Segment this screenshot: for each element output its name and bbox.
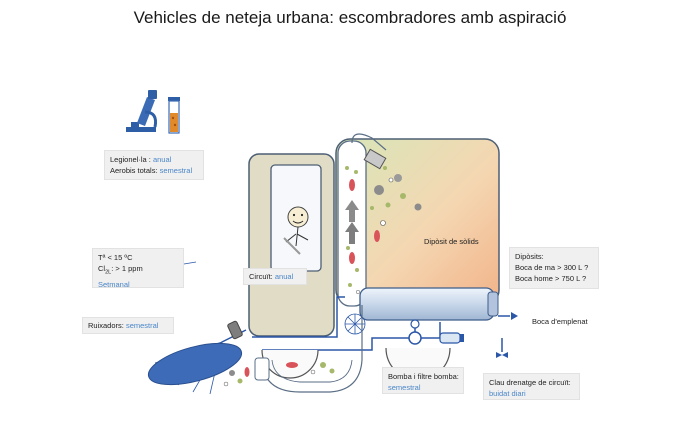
tube-top-bend	[351, 133, 387, 151]
tube-debris	[345, 166, 361, 295]
clau-value: buidat diari	[489, 389, 526, 398]
aerobis-label: Aerobis totals:	[110, 166, 158, 175]
setmanal-value: Setmanal	[98, 279, 130, 289]
aerobis-line: Aerobis totals: semestral	[110, 165, 198, 176]
ruixadors-label: Ruixadors:	[88, 321, 124, 330]
suction-arrow-icon	[345, 200, 359, 244]
legionella-value: anual	[152, 155, 172, 164]
diposits-line1: Boca de ma > 300 L ?	[515, 263, 589, 272]
diposits-line2: Boca home > 750 L ?	[515, 274, 587, 283]
chlorine-suffix: : > 1 ppm	[111, 264, 143, 273]
clau-label: Clau drenatge de circuït:	[489, 378, 571, 387]
tank-debris	[370, 166, 422, 242]
legionella-label: Legionel·la :	[110, 155, 151, 164]
clau-box: Clau drenatge de circuït: buidat diari	[483, 373, 580, 400]
bomba-label: Bomba i filtre bomba:	[388, 372, 459, 381]
ground-debris	[223, 367, 250, 387]
chlorine-sub: 2L	[105, 269, 112, 276]
microscope-icon	[126, 90, 157, 132]
legionella-box: Legionel·la : anual Aerobis totals: seme…	[104, 150, 204, 180]
aerobis-value: semestral	[159, 166, 193, 175]
bomba-value: semestral	[388, 383, 421, 392]
ruixadors-box: Ruixadors: semestral	[82, 317, 174, 334]
bomba-box: Bomba i filtre bomba: semestral	[382, 367, 464, 394]
fill-mouth-label: Boca d'emplenat	[532, 317, 588, 326]
test-tube-icon	[168, 97, 180, 134]
legionella-line: Legionel·la : anual	[110, 154, 198, 165]
pump-icon	[408, 331, 422, 345]
filter-icon	[439, 332, 461, 344]
circuit-label: Circuït:	[249, 272, 273, 281]
diposits-title: Dipòsits:	[515, 252, 544, 261]
circuit-value: anual	[274, 272, 294, 281]
water-tank-cylinder	[359, 287, 495, 321]
diposits-box: Dipòsits: Boca de ma > 300 L ? Boca home…	[509, 247, 599, 289]
hose-debris	[286, 362, 335, 375]
drain-valve-icon	[496, 352, 508, 358]
circuit-box: Circuït: anual	[243, 268, 307, 285]
temperature-chlorine-box: Tª < 15 ºC Cl2L: > 1 ppm Setmanal	[92, 248, 184, 289]
valve-icon	[410, 319, 420, 329]
temperature-line: Tª < 15 ºC	[98, 253, 133, 262]
driver-figure	[283, 206, 309, 255]
ruixadors-value: semestral	[125, 321, 159, 330]
chlorine-prefix: Cl	[98, 264, 106, 273]
fill-mouth-icon	[511, 312, 518, 320]
broom-disk	[147, 342, 243, 386]
chlorine-line: Cl2L: > 1 ppm	[98, 263, 178, 279]
solids-tank-label: Dipòsit de sòlids	[424, 237, 479, 246]
page-title: Vehicles de neteja urbana: escombradores…	[133, 8, 567, 27]
